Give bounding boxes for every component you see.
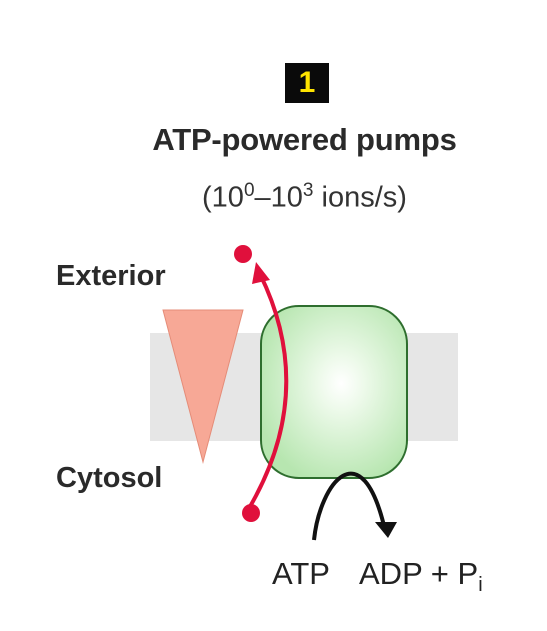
- rate-exp-high: 3: [302, 180, 314, 201]
- adp-pi-label: ADP + Pi: [359, 556, 483, 597]
- adp-pi-text: ADP + P: [359, 556, 479, 591]
- concentration-gradient-icon: [162, 309, 244, 464]
- rate-suffix: ions/s): [313, 181, 407, 214]
- atp-hydrolysis-arrowhead: [375, 522, 397, 538]
- ion-dot-icon: [234, 245, 252, 263]
- ion-dot-icon-cytosol: [242, 504, 260, 522]
- diagram-title: ATP-powered pumps: [152, 122, 457, 157]
- ion-transport-arrowhead: [252, 262, 270, 284]
- cytosol-label: Cytosol: [56, 462, 163, 494]
- pi-subscript: i: [478, 574, 483, 597]
- rate-dash: –10: [254, 181, 303, 214]
- figure-number-badge: 1: [285, 63, 329, 103]
- rate-prefix: (10: [202, 181, 244, 214]
- atp-label: ATP: [272, 556, 330, 591]
- rate-exp-low: 0: [243, 180, 255, 201]
- transport-rate: (100–103 ions/s): [0, 180, 547, 215]
- exterior-label: Exterior: [56, 260, 166, 292]
- atp-hydrolysis-arrow: [312, 471, 387, 541]
- pump-protein-icon: [260, 305, 408, 479]
- ion-transport-path: [246, 273, 289, 512]
